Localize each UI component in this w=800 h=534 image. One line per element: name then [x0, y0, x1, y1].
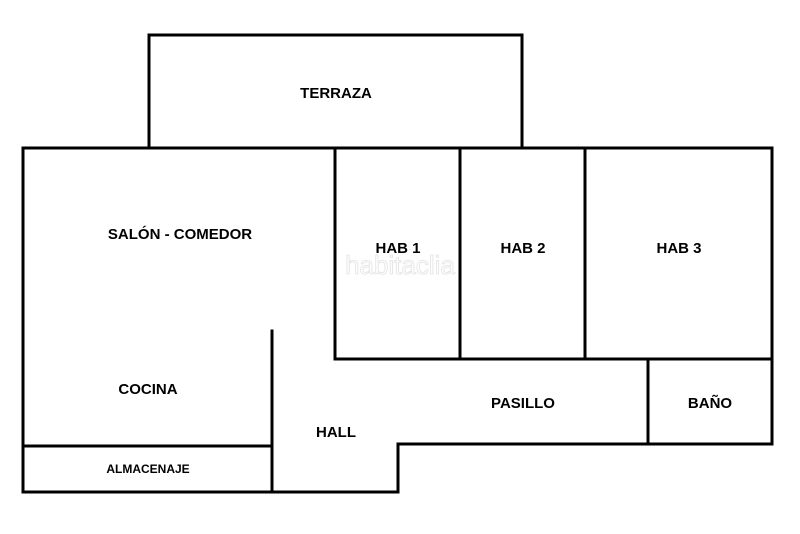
room-label-bano: BAÑO [688, 394, 732, 412]
room-bano: BAÑO [646, 357, 732, 446]
room-label-hab2: HAB 2 [500, 240, 545, 257]
room-label-pasillo: PASILLO [491, 395, 555, 412]
wall-bedrooms-left [333, 146, 774, 361]
room-label-hab3: HAB 3 [656, 240, 701, 257]
room-terraza: TERRAZA [147, 33, 524, 150]
wall-terraza [147, 33, 524, 150]
room-label-terraza: TERRAZA [300, 85, 372, 102]
bedrooms-block: HAB 1 HAB 2 HAB 3 [333, 146, 774, 361]
room-label-cocina: COCINA [118, 381, 177, 398]
wall-outer [21, 146, 774, 494]
room-almacenaje: ALMACENAJE [21, 444, 274, 476]
room-label-salon-comedor: SALÓN - COMEDOR [108, 225, 252, 243]
room-label-almacenaje: ALMACENAJE [106, 462, 189, 476]
watermark-logo: habitaclia [345, 250, 455, 280]
room-label-hab1: HAB 1 [375, 240, 420, 257]
room-label-hall: HALL [316, 424, 356, 441]
